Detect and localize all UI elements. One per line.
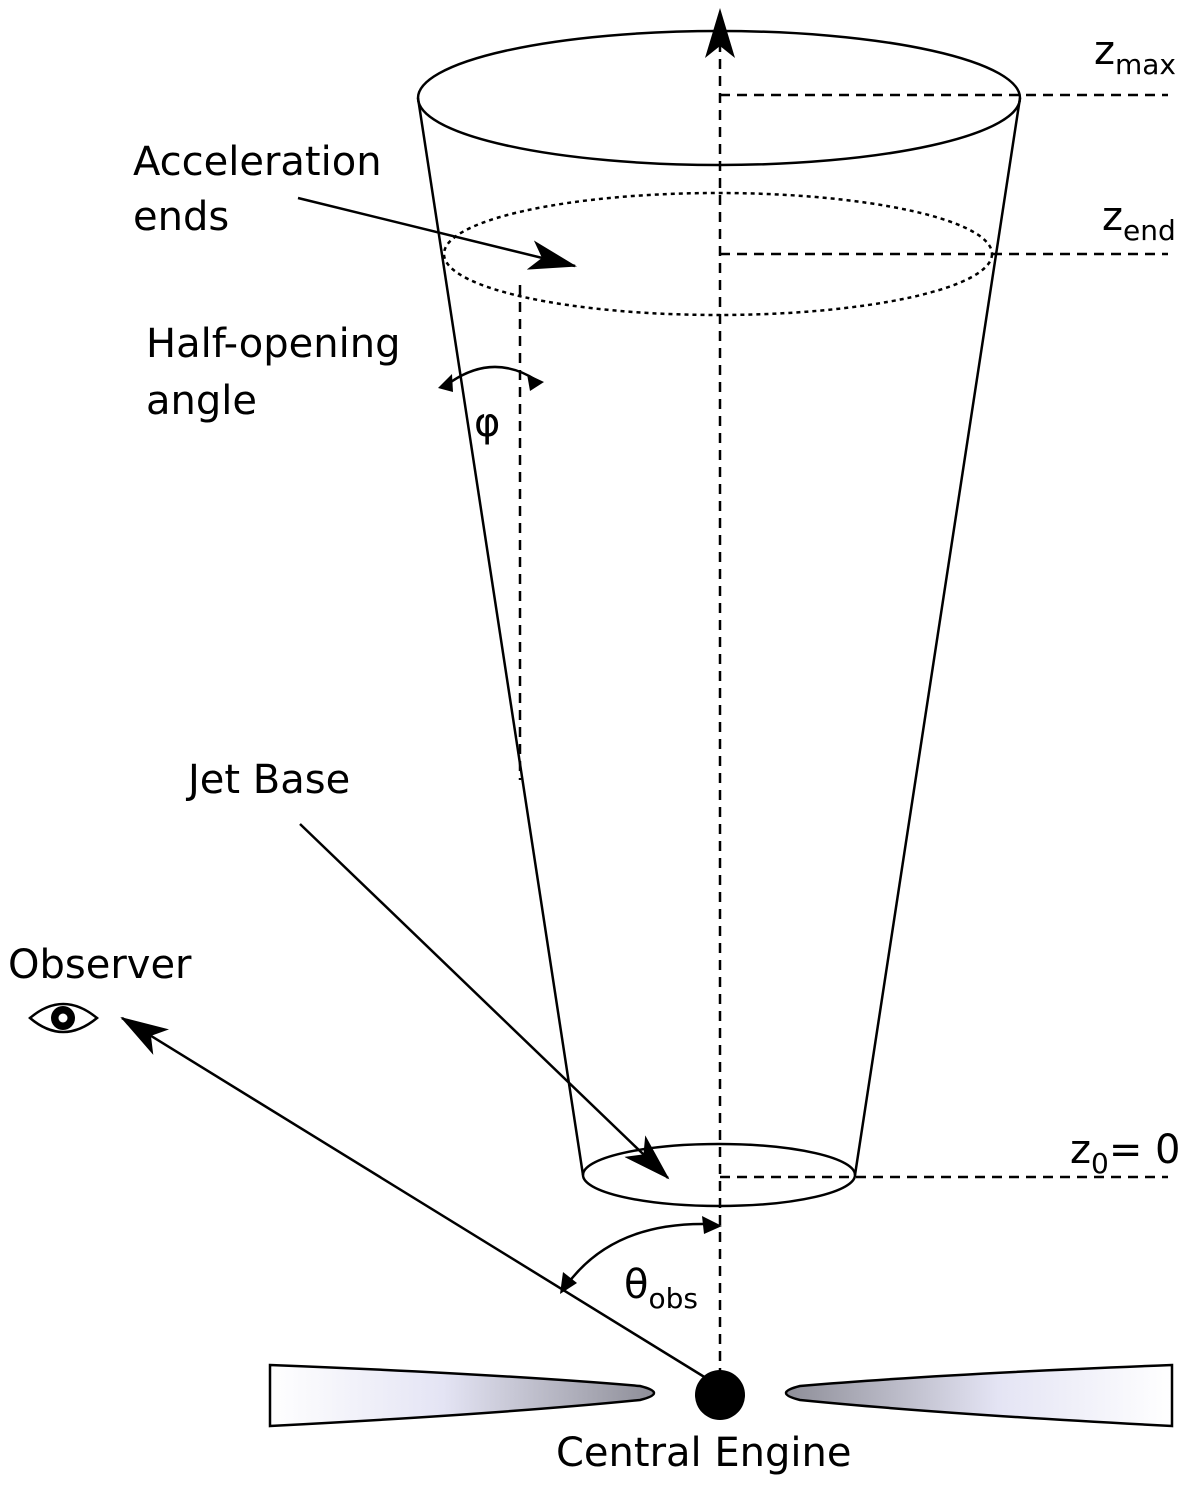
axis-arrowhead: [705, 8, 735, 58]
zend-subscript: end: [1123, 214, 1176, 247]
theta-symbol: θ: [624, 1262, 648, 1308]
zend-main: z: [1102, 194, 1123, 240]
zend-label: zend: [1102, 194, 1176, 247]
accretion-disk-left: [268, 1363, 656, 1428]
theta-arc-tip-right: [702, 1216, 722, 1234]
z0-label: z0= 0: [1070, 1127, 1181, 1180]
zmax-label: zmax: [1094, 28, 1176, 81]
angle-arc-tip-left: [438, 374, 453, 392]
angle-arc-tip-right: [527, 374, 544, 391]
acceleration-label-line1: Acceleration: [133, 139, 382, 185]
acceleration-label-line2: ends: [133, 194, 229, 240]
half-opening-label-line2: angle: [146, 378, 257, 424]
theta-obs-arc: [564, 1222, 709, 1287]
cone-right-side: [853, 97, 1022, 1176]
accretion-disk-right: [784, 1363, 1174, 1428]
zmax-main: z: [1094, 28, 1115, 74]
central-engine-label: Central Engine: [556, 1430, 851, 1476]
central-engine-dot: [695, 1370, 745, 1420]
jet-base-ellipse: [581, 1142, 857, 1208]
half-opening-angle-arc: [447, 365, 537, 386]
theta-arc-tip-left: [560, 1272, 577, 1294]
jet-base-label: Jet Base: [185, 757, 350, 803]
cone-left-side: [416, 97, 585, 1176]
cone-top-ellipse: [416, 29, 1022, 167]
observer-label: Observer: [8, 942, 192, 988]
theta-subscript: obs: [648, 1282, 698, 1315]
observer-line-of-sight: [120, 1016, 707, 1380]
half-opening-label-line1: Half-opening: [146, 321, 400, 367]
phi-label: φ: [474, 400, 500, 446]
theta-obs-label: θobs: [624, 1262, 698, 1315]
jet-base-pointer-arrow: [299, 823, 670, 1180]
zmax-subscript: max: [1115, 48, 1176, 81]
z0-equals-zero: = 0: [1109, 1127, 1181, 1173]
z0-main: z: [1070, 1127, 1091, 1173]
acceleration-pointer-arrow: [297, 196, 577, 270]
eye-icon: [28, 1002, 99, 1034]
z0-subscript: 0: [1091, 1147, 1109, 1180]
